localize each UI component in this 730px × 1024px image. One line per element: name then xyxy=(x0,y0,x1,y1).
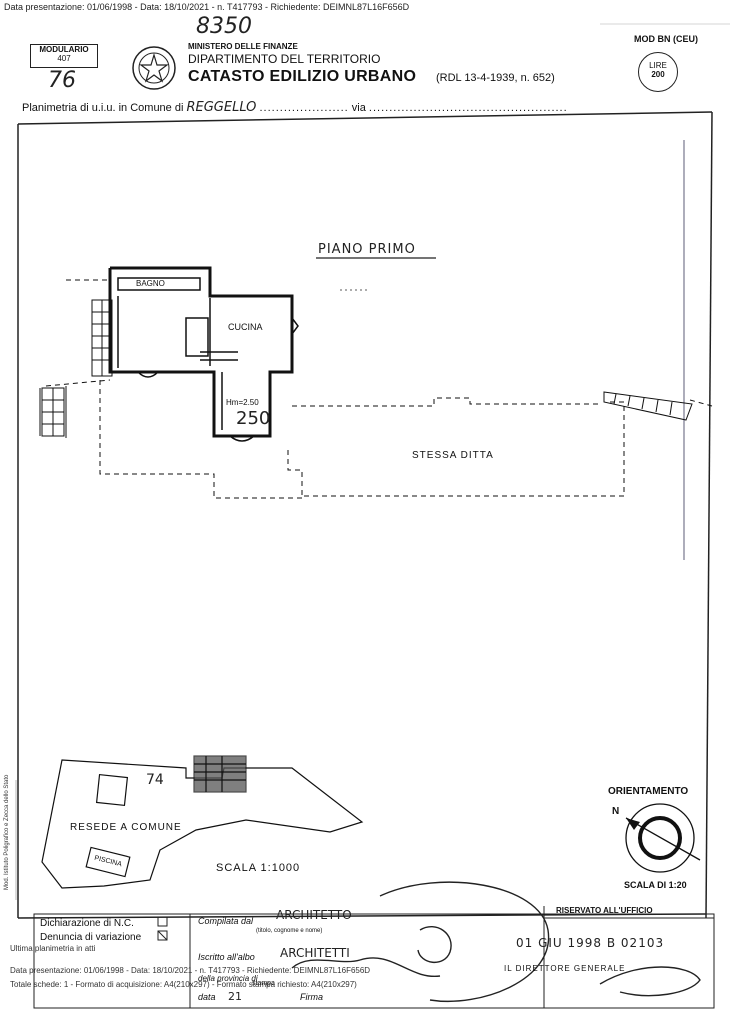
compass-icon xyxy=(625,803,701,873)
stampa-label: stampa xyxy=(252,980,275,987)
height-note: Hm=2.50 xyxy=(226,398,259,407)
bottom-info-2: Totale schede: 1 - Formato di acquisizio… xyxy=(10,980,357,989)
fee-stamp: LIRE 200 xyxy=(638,52,678,92)
height-value: 250 xyxy=(236,408,271,429)
via-label: via xyxy=(351,102,366,114)
ultima-planimetria: Ultima planimetria in atti xyxy=(10,944,96,953)
law-reference: (RDL 13-4-1939, n. 652) xyxy=(436,72,555,84)
fee-label: LIRE xyxy=(649,61,667,70)
model-code: MOD BN (CEU) xyxy=(634,34,698,44)
north-label: N xyxy=(612,806,620,817)
drawing-scale: SCALA DI 1:20 xyxy=(624,880,687,890)
ministry: MINISTERO DELLE FINANZE xyxy=(188,42,298,51)
compilata-hint: (titolo, cognome e nome) xyxy=(256,928,323,934)
modulario-code: 407 xyxy=(57,54,71,63)
office-stamp: IL DIRETTORE GENERALE xyxy=(504,964,626,973)
office-title: CATASTO EDILIZIO URBANO xyxy=(188,68,417,85)
room-bagno: BAGNO xyxy=(136,279,165,288)
fee-value: 200 xyxy=(651,70,665,79)
sheet-number: 76 xyxy=(48,68,76,93)
file-number: 8350 xyxy=(196,14,252,39)
room-stessa-ditta: STESSA DITTA xyxy=(412,450,494,461)
compilata-label: Compilata dal xyxy=(198,916,254,926)
printer-note: Mod. Istituto Poligrafico e Zecca dello … xyxy=(4,774,10,890)
comune-value: REGGELLO xyxy=(186,100,257,115)
republic-emblem-icon xyxy=(132,46,176,90)
bottom-info-1: Data presentazione: 01/06/1998 - Data: 1… xyxy=(10,966,371,975)
parcel-number: 74 xyxy=(146,772,164,788)
presentation-info: Data presentazione: 01/06/1998 - Data: 1… xyxy=(4,2,410,12)
site-scale: SCALA 1:1000 xyxy=(216,862,301,874)
firma-label: Firma xyxy=(300,992,323,1002)
room-cucina: CUCINA xyxy=(228,322,263,332)
compilata-value: ARCHITETTO xyxy=(276,908,352,922)
department: DIPARTIMENTO DEL TERRITORIO xyxy=(188,52,381,66)
modulario-label: MODULARIO xyxy=(39,45,89,54)
orientation-label: ORIENTAMENTO xyxy=(608,786,689,797)
iscritto-label: Iscritto all'albo xyxy=(198,952,255,962)
data-value: 21 xyxy=(228,990,242,1003)
comune-label: Planimetria di u.i.u. in Comune di xyxy=(22,102,184,114)
resede-label: RESEDE A COMUNE xyxy=(70,822,182,833)
data-label: data xyxy=(198,992,216,1002)
office-code: 01 GIU 1998 B 02103 xyxy=(516,936,665,950)
comune-line: Planimetria di u.i.u. in Comune di REGGE… xyxy=(22,100,568,115)
floor-title: PIANO PRIMO xyxy=(318,242,416,257)
iscritto-value: ARCHITETTI xyxy=(280,946,350,960)
denuncia-label: Denuncia di variazione xyxy=(40,932,142,943)
dichiarazione-label: Dichiarazione di N.C. xyxy=(40,918,134,929)
modulario-box: MODULARIO 407 xyxy=(30,44,98,68)
riservato-label: RISERVATO ALL'UFFICIO xyxy=(556,906,653,915)
provincia-label: della provincia di xyxy=(198,974,258,983)
